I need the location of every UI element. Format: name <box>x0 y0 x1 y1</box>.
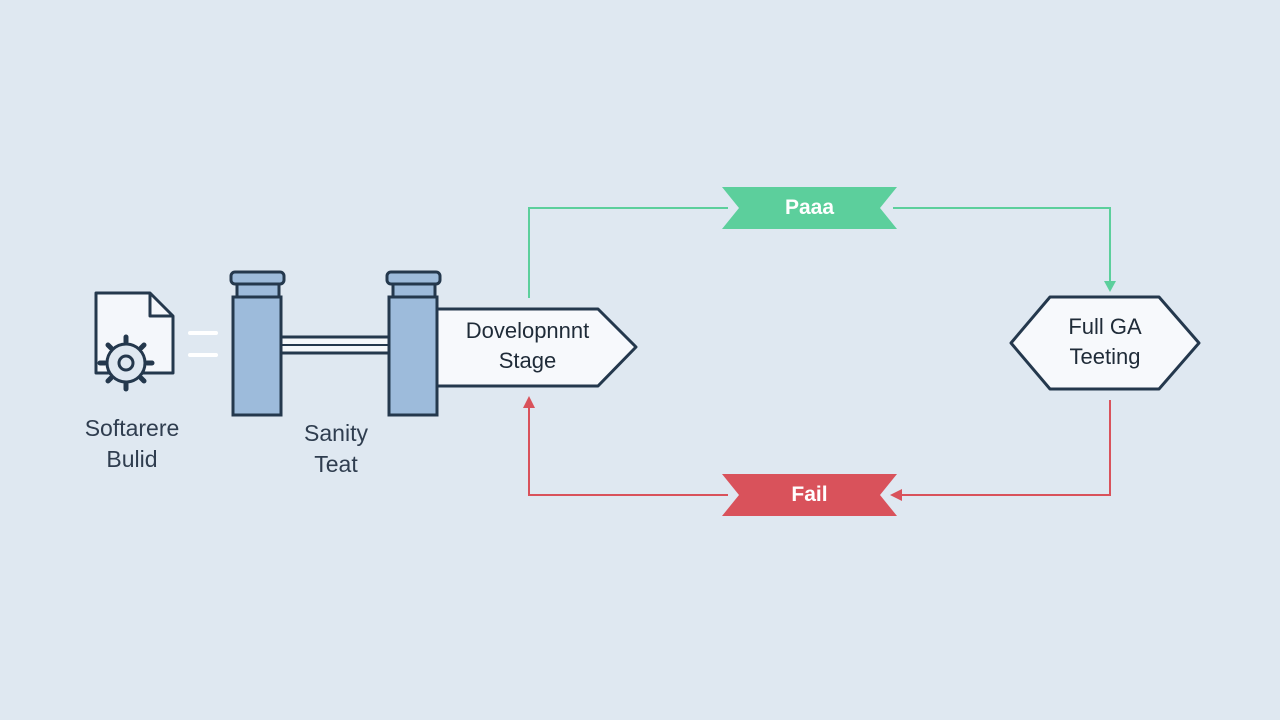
development-stage-label-line1: Dovelopnnnt <box>465 318 590 343</box>
sanity-test-label: Sanity Teat <box>270 418 402 480</box>
sanity-test-gate <box>229 270 442 417</box>
pass-connector <box>528 207 1111 298</box>
full-qa-testing-label-line2: Teeting <box>1069 344 1141 369</box>
left-pillar <box>229 270 286 417</box>
right-pillar <box>385 270 442 417</box>
software-build-label-line2: Bulid <box>106 446 158 472</box>
gear-icon <box>97 334 155 392</box>
fail-connector <box>528 400 1111 496</box>
full-qa-testing-label-line1: Full GA <box>1068 314 1142 339</box>
pass-arrowhead <box>1104 281 1116 292</box>
fail-arrowhead-left <box>890 489 902 501</box>
development-stage-label: Dovelopnnnt Stage <box>440 316 615 376</box>
motion-lines-icon <box>188 331 218 357</box>
fail-arrowhead-up <box>523 396 535 408</box>
software-build-label: Softarere Bulid <box>62 413 202 475</box>
sanity-test-label-line1: Sanity <box>304 420 368 446</box>
full-qa-testing-label: Full GA Teeting <box>1035 312 1175 372</box>
fail-label: Fail <box>791 483 828 506</box>
software-build-label-line1: Softarere <box>84 415 180 441</box>
development-stage-box <box>435 307 638 388</box>
fail-banner <box>722 474 897 516</box>
full-qa-testing-box <box>1009 295 1201 391</box>
sanity-test-label-line2: Teat <box>314 451 358 477</box>
development-stage-label-line2: Stage <box>498 348 557 373</box>
document-gear-icon <box>94 291 175 392</box>
pass-label: Paaa <box>784 196 835 219</box>
pass-banner <box>722 187 897 229</box>
